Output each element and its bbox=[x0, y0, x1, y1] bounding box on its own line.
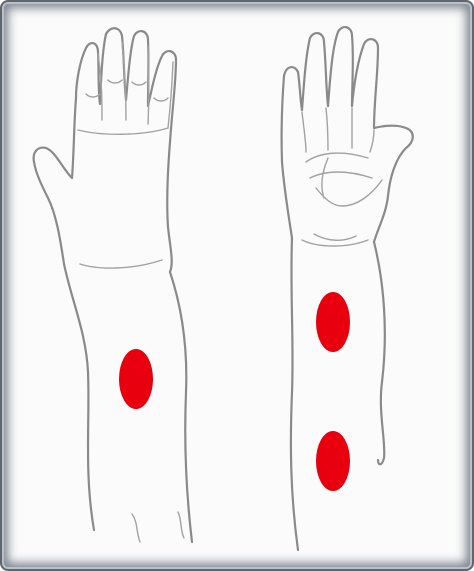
right-forearm-inner-edge bbox=[374, 242, 385, 464]
marker-right-forearm-lower bbox=[316, 431, 350, 491]
left-forearm-inner-edge bbox=[170, 272, 192, 542]
left-wrist-line bbox=[80, 260, 162, 268]
right-hand-outline bbox=[282, 27, 413, 242]
right-wrist-line bbox=[302, 234, 368, 246]
left-hand-outline bbox=[34, 28, 176, 272]
left-forearm-outer-edge bbox=[64, 264, 94, 530]
left-elbow-marks bbox=[132, 512, 184, 542]
left-knuckle-lines bbox=[78, 80, 168, 134]
marker-left-forearm bbox=[119, 349, 153, 409]
marker-right-forearm-upper bbox=[316, 292, 350, 352]
left-arm-back-view bbox=[34, 28, 192, 542]
right-palm-creases bbox=[306, 153, 382, 206]
right-forearm-outer-edge bbox=[291, 238, 298, 550]
right-arm-palm-view bbox=[282, 27, 413, 550]
right-finger-lines bbox=[302, 108, 374, 152]
